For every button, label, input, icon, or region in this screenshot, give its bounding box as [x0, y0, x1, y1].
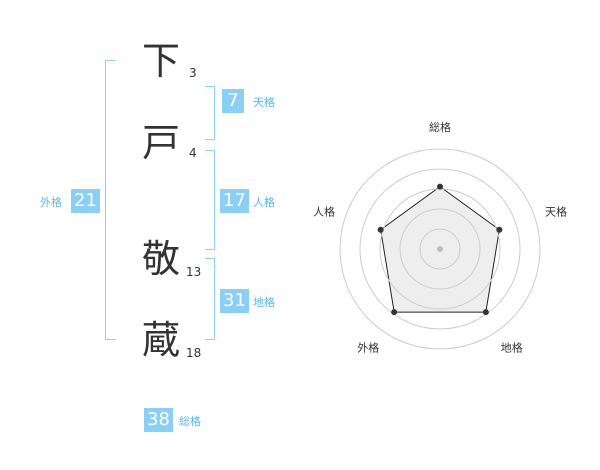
- radar-point-5: [377, 226, 384, 233]
- radar-axis-label-2: 天格: [545, 204, 567, 218]
- radar-axis-label-4: 外格: [357, 341, 379, 355]
- chikaku-label: 地格: [253, 296, 275, 309]
- radar-axis-label-1: 総格: [429, 120, 451, 134]
- radar-axis-label-5: 人格: [313, 204, 335, 218]
- gaikaku-value: 21: [71, 189, 100, 213]
- radar-point-4: [391, 309, 398, 316]
- tenkaku-label: 天格: [253, 96, 275, 109]
- radar-point-1: [437, 183, 443, 190]
- tenkaku-value: 7: [222, 89, 244, 113]
- radar-center-dot: [437, 246, 443, 252]
- jinkaku-label: 人格: [253, 196, 275, 209]
- stroke-count-2: 4: [189, 146, 197, 160]
- name-char-4: 蔵: [142, 318, 181, 362]
- radar-axis-label-3: 地格: [501, 341, 523, 355]
- tenkaku-bracket: [205, 86, 215, 140]
- gaikaku-label: 外格: [40, 196, 62, 209]
- gaikaku-bracket: [105, 60, 116, 340]
- name-char-3: 敬: [142, 237, 181, 281]
- stroke-count-4: 18: [186, 346, 202, 360]
- name-char-2: 戸: [142, 121, 181, 165]
- radar-ring-2: [399, 208, 481, 290]
- radar-point-2: [496, 226, 503, 233]
- stroke-count-3: 13: [186, 265, 202, 279]
- radar-ring-4: [359, 168, 521, 330]
- stroke-count-1: 3: [189, 66, 197, 80]
- radar-point-3: [482, 309, 489, 316]
- soukaku-label: 総格: [179, 415, 201, 428]
- name-char-1: 下: [142, 39, 181, 83]
- jinkaku-bracket: [205, 150, 215, 250]
- soukaku-value: 38: [144, 408, 173, 432]
- chikaku-value: 31: [220, 289, 249, 313]
- radar-ring-1: [419, 228, 461, 270]
- chikaku-bracket: [205, 258, 215, 340]
- jinkaku-value: 17: [220, 189, 249, 213]
